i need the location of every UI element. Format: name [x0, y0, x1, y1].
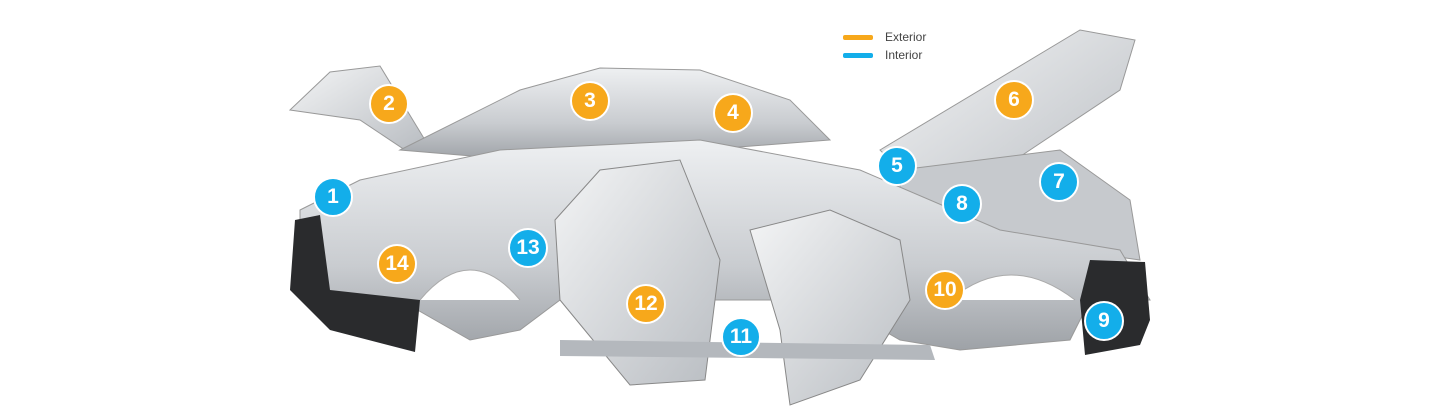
marker-11[interactable]: 11 [721, 317, 761, 357]
marker-12[interactable]: 12 [626, 284, 666, 324]
rear-door [554, 159, 721, 386]
rear-wheel-arch [419, 269, 521, 301]
legend-item-interior: Interior [843, 46, 926, 64]
marker-4[interactable]: 4 [713, 93, 753, 133]
marker-1[interactable]: 1 [313, 177, 353, 217]
front-door [749, 209, 911, 406]
marker-9[interactable]: 9 [1084, 301, 1124, 341]
legend-label: Exterior [885, 30, 927, 44]
interior-swatch [843, 52, 873, 58]
marker-6[interactable]: 6 [994, 80, 1034, 120]
marker-2[interactable]: 2 [369, 84, 409, 124]
legend-label: Interior [885, 48, 923, 62]
marker-3[interactable]: 3 [570, 81, 610, 121]
marker-5[interactable]: 5 [877, 146, 917, 186]
legend: Exterior Interior [843, 28, 926, 64]
marker-8[interactable]: 8 [942, 184, 982, 224]
marker-13[interactable]: 13 [508, 228, 548, 268]
rear-bumper [290, 215, 420, 352]
marker-7[interactable]: 7 [1039, 162, 1079, 202]
marker-10[interactable]: 10 [925, 270, 965, 310]
exterior-swatch [843, 34, 873, 40]
marker-14[interactable]: 14 [377, 244, 417, 284]
legend-item-exterior: Exterior [843, 28, 926, 46]
